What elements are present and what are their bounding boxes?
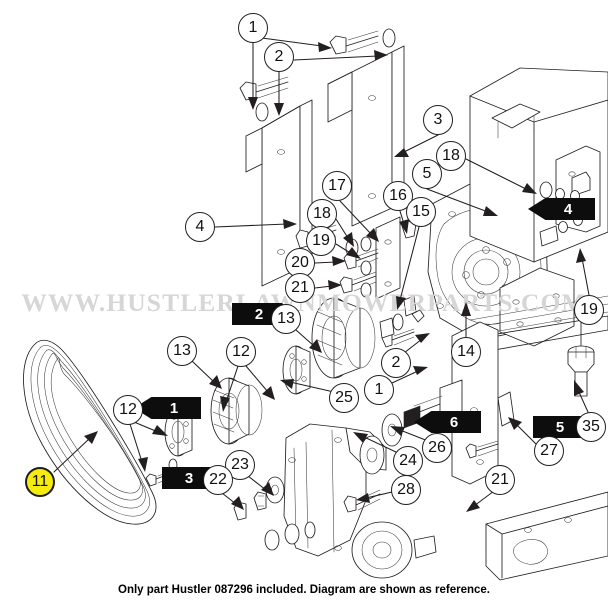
callout-balloon-22[interactable]: 22 <box>203 465 233 495</box>
leader-1b <box>391 366 428 384</box>
callout-balloon-12[interactable]: 12 <box>226 337 256 367</box>
leader-26 <box>390 426 429 442</box>
leader-1-top <box>248 37 332 110</box>
callout-balloon-12[interactable]: 12 <box>113 395 143 425</box>
leader-28 <box>356 491 393 503</box>
callout-balloon-11-highlighted[interactable]: 11 <box>25 467 55 497</box>
leader-14 <box>461 302 471 338</box>
callout-balloon-4[interactable]: 4 <box>185 212 215 242</box>
leader-17 <box>339 200 379 242</box>
leader-12a <box>220 365 275 412</box>
leader-2-top <box>274 50 388 116</box>
lower-hardware <box>264 521 316 551</box>
callout-balloon-13[interactable]: 13 <box>167 336 197 366</box>
leader-15 <box>396 226 420 310</box>
leader-20 <box>314 256 346 266</box>
leader-18a <box>465 158 537 194</box>
callout-balloon-17[interactable]: 17 <box>322 171 352 201</box>
wheel-lower <box>351 521 437 579</box>
callout-balloon-21[interactable]: 21 <box>285 273 315 303</box>
leader-35 <box>574 380 589 413</box>
callout-balloon-21[interactable]: 21 <box>485 465 515 495</box>
callout-balloon-23[interactable]: 23 <box>225 450 255 480</box>
pulley-left-13 <box>210 377 263 445</box>
callout-balloon-3[interactable]: 3 <box>423 105 453 135</box>
callout-balloon-18[interactable]: 18 <box>307 199 337 229</box>
callout-balloon-16[interactable]: 16 <box>383 181 413 211</box>
callout-balloon-5[interactable]: 5 <box>412 159 442 189</box>
leader-27 <box>508 417 539 447</box>
callout-balloon-13[interactable]: 13 <box>271 304 301 334</box>
frame-rail-lower <box>485 491 608 581</box>
callout-balloon-27[interactable]: 27 <box>534 436 564 466</box>
bolt-lower-right <box>465 440 499 459</box>
callout-balloon-26[interactable]: 26 <box>422 433 452 463</box>
callout-balloon-2[interactable]: 2 <box>381 348 411 378</box>
leader-23 <box>247 475 274 496</box>
leader-4 <box>214 219 297 229</box>
leader-3 <box>394 134 439 157</box>
callout-balloon-19[interactable]: 19 <box>306 226 336 256</box>
leader-12b <box>129 421 168 472</box>
callout-balloon-35[interactable]: 35 <box>576 412 606 442</box>
drive-belt-11 <box>23 339 157 525</box>
leader-18b <box>335 218 354 247</box>
callout-balloon-19[interactable]: 19 <box>574 295 604 325</box>
leader-2b <box>403 333 430 354</box>
pennant-marker-1: 1 <box>134 397 201 419</box>
mount-bracket-left <box>245 99 313 287</box>
leader-19b <box>576 248 590 296</box>
hardware-top <box>239 28 396 122</box>
callout-balloon-18[interactable]: 18 <box>436 141 466 171</box>
pulley-centre <box>282 297 376 395</box>
leader-24 <box>353 432 399 454</box>
callout-balloon-24[interactable]: 24 <box>393 446 423 476</box>
callout-balloon-1[interactable]: 1 <box>238 13 268 43</box>
leader-11-highlight <box>53 431 98 473</box>
leader-13a <box>295 329 322 353</box>
callout-balloon-2[interactable]: 2 <box>264 42 294 72</box>
pennant-marker-6: 6 <box>414 411 481 433</box>
callout-balloon-14[interactable]: 14 <box>451 337 481 367</box>
leader-16 <box>399 210 409 234</box>
leader-5a <box>426 188 498 216</box>
leader-25 <box>280 379 335 393</box>
hub-flange-12 <box>164 407 193 457</box>
callout-balloon-25[interactable]: 25 <box>329 383 359 413</box>
bolt-washer-left <box>145 458 181 487</box>
leader-21a <box>314 280 342 290</box>
pennant-marker-4: 4 <box>528 198 595 220</box>
callout-balloon-1[interactable]: 1 <box>364 375 394 405</box>
leader-21b <box>466 490 495 512</box>
leader-22 <box>221 492 244 510</box>
leader-19a <box>335 243 361 259</box>
diagram-caption: Only part Hustler 087296 included. Diagr… <box>118 584 490 596</box>
spacer-plate-centre <box>375 216 401 300</box>
callout-balloon-15[interactable]: 15 <box>406 197 436 227</box>
leader-13b <box>191 360 222 389</box>
idler-bracket-assembly <box>283 423 387 557</box>
callout-balloon-28[interactable]: 28 <box>391 475 421 505</box>
